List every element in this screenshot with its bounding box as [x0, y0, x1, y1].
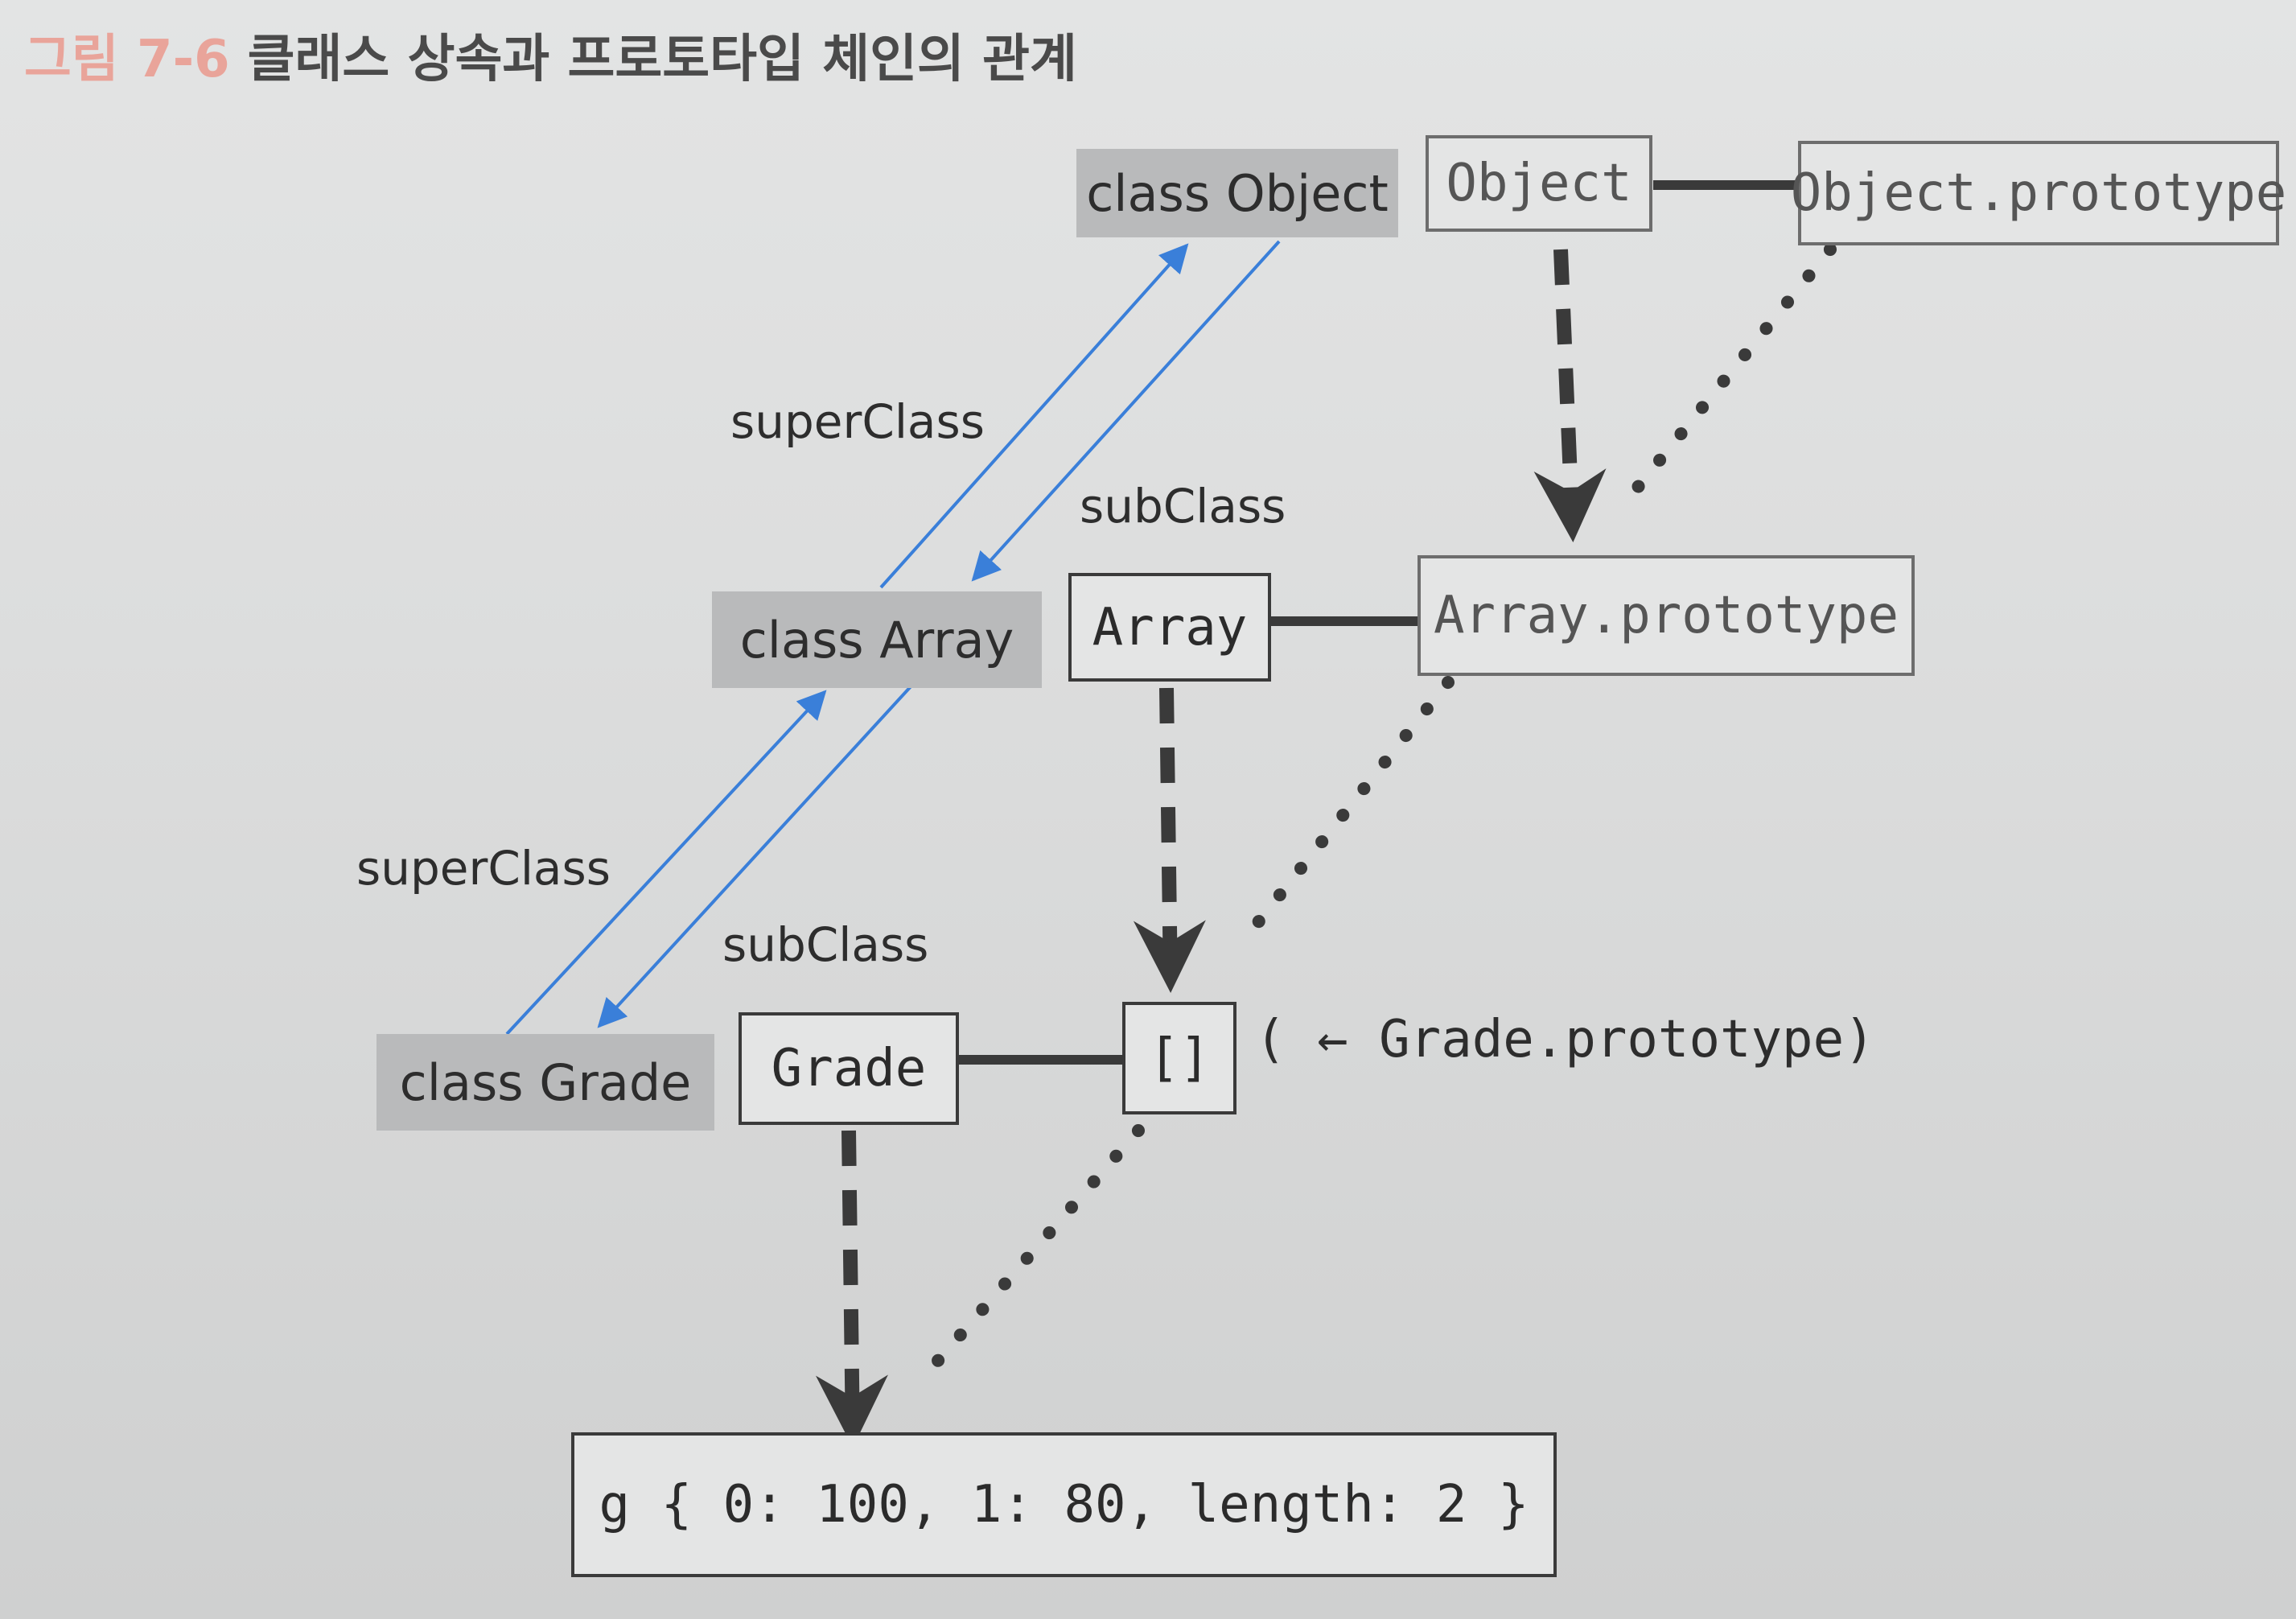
dashed-arrow-array-to-grade-prototype: [1133, 687, 1206, 993]
subclass-arrow-object-to-array: [971, 240, 1281, 582]
array-constructor-box: Array: [1068, 573, 1271, 682]
subclass-label-top: subClass: [1080, 479, 1286, 533]
dotted-chain-array-prototype-to-object-prototype: [1619, 243, 1837, 509]
class-object-box: class Object: [1076, 149, 1398, 237]
superclass-arrow-grade-to-array: [505, 690, 827, 1036]
figure-title: 그림 7-6 클래스 상속과 프로토타입 체인의 관계: [24, 18, 1077, 92]
array-prototype-box: Array.prototype: [1418, 555, 1915, 676]
superclass-arrow-array-to-object: [879, 243, 1189, 589]
dotted-chain-grade-prototype-to-array-prototype: [1236, 676, 1455, 948]
class-grade-box: class Grade: [376, 1034, 714, 1131]
object-prototype-box: Object.prototype: [1791, 141, 2286, 245]
figure-number: 그림 7-6: [24, 30, 230, 89]
grade-constructor-box: Grade: [739, 1012, 959, 1125]
superclass-label-bottom: superClass: [356, 841, 611, 896]
dashed-arrow-object-to-array-prototype: [1533, 249, 1607, 542]
grade-prototype-note: ( ← Grade.prototype): [1255, 1010, 1875, 1069]
superclass-label-top: superClass: [730, 394, 985, 449]
class-array-box: class Array: [712, 591, 1042, 688]
dashed-arrow-grade-to-instance: [815, 1130, 888, 1448]
dotted-chain-instance-to-grade-prototype: [915, 1124, 1145, 1386]
subclass-label-bottom: subClass: [722, 917, 929, 972]
object-constructor-box: Object: [1426, 135, 1652, 232]
grade-prototype-box: []: [1122, 1002, 1236, 1114]
subclass-arrow-array-to-grade: [597, 682, 915, 1028]
instance-g-box: g { 0: 100, 1: 80, length: 2 }: [571, 1432, 1557, 1577]
figure-caption: 클래스 상속과 프로토타입 체인의 관계: [247, 30, 1077, 89]
